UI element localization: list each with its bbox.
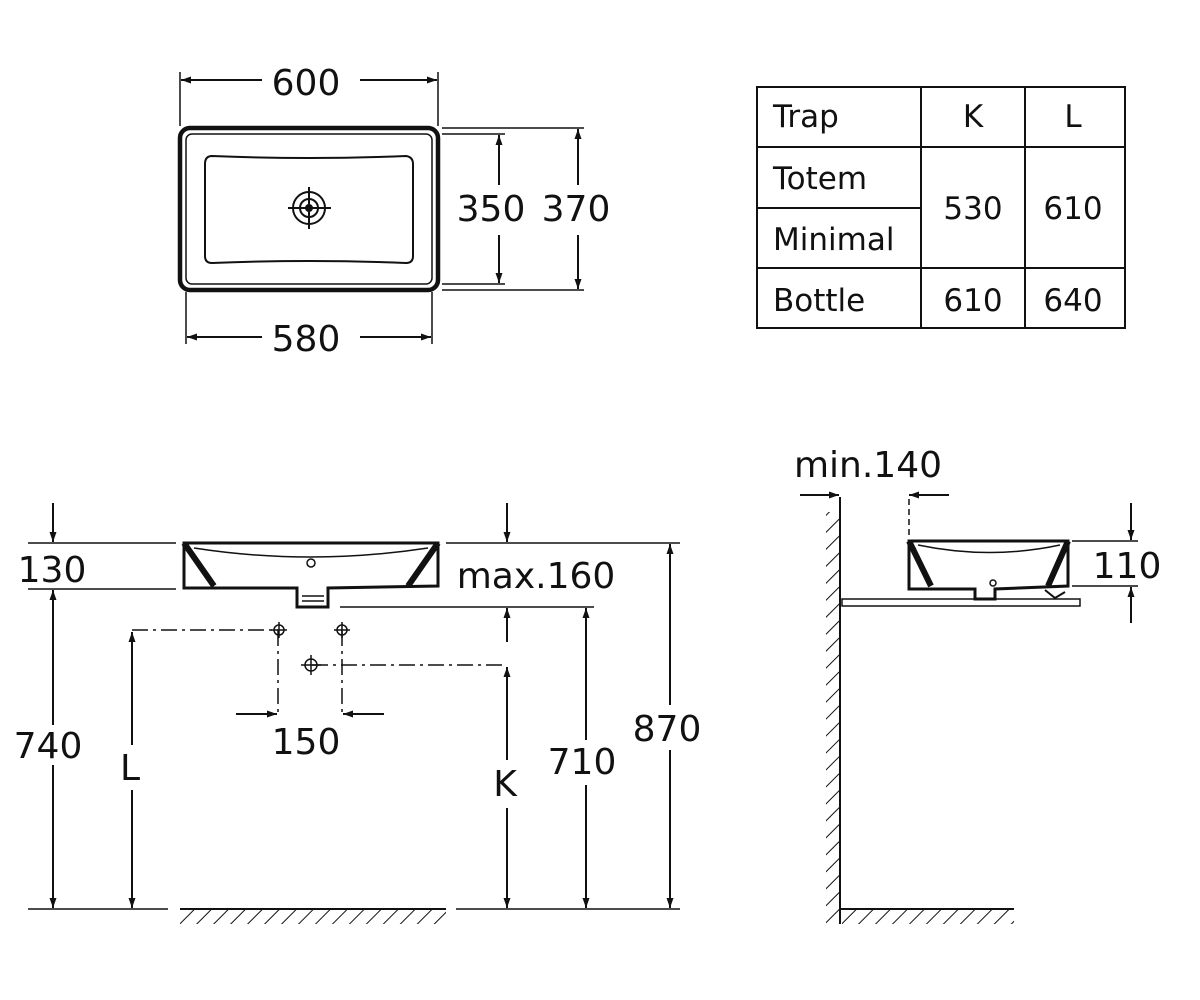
basin-outline-outer (177, 125, 441, 293)
dim-600: 600 (272, 63, 341, 104)
top-view (177, 72, 584, 344)
dim-150: 150 (272, 722, 341, 763)
tap-hole-left-symbol (271, 622, 287, 638)
front-view (28, 503, 680, 924)
table-row-totem: Totem (772, 161, 867, 197)
table-header-trap: Trap (772, 99, 839, 135)
table-row-bottle: Bottle (773, 283, 865, 319)
table-header-l: L (1064, 99, 1082, 135)
dim-370: 370 (542, 189, 611, 230)
floor-hatch (180, 910, 446, 924)
trap-table (756, 86, 1126, 329)
side-floor-hatch (842, 910, 1014, 924)
dim-870: 870 (633, 709, 702, 750)
drain-symbol (288, 187, 331, 229)
table-cell-k-merged: 530 (943, 191, 1002, 227)
dim-min-140: min.140 (794, 445, 942, 486)
table-header-k: K (963, 99, 984, 135)
dim-130: 130 (18, 550, 87, 591)
table-cell-l-merged: 610 (1043, 191, 1102, 227)
table-cell-bottle-l: 640 (1043, 283, 1102, 319)
basin-profile (182, 541, 440, 609)
dim-label-l: L (120, 748, 140, 789)
dim-740: 740 (14, 726, 83, 767)
dim-350: 350 (457, 189, 526, 230)
dim-110: 110 (1093, 546, 1162, 587)
basin-side-profile (907, 539, 1070, 601)
side-view (800, 491, 1138, 924)
tap-hole-right-symbol (334, 622, 350, 638)
countertop (841, 598, 1081, 607)
dim-710: 710 (548, 742, 617, 783)
outlet-symbol (301, 655, 321, 675)
table-row-minimal: Minimal (773, 222, 894, 258)
table-cell-bottle-k: 610 (943, 283, 1002, 319)
dim-label-k: K (493, 764, 518, 805)
bowl-outline (204, 154, 414, 265)
dim-580: 580 (272, 319, 341, 360)
wall-hatch (826, 512, 840, 924)
dim-max-160: max.160 (457, 556, 616, 597)
basin-outline-rim (185, 133, 433, 285)
